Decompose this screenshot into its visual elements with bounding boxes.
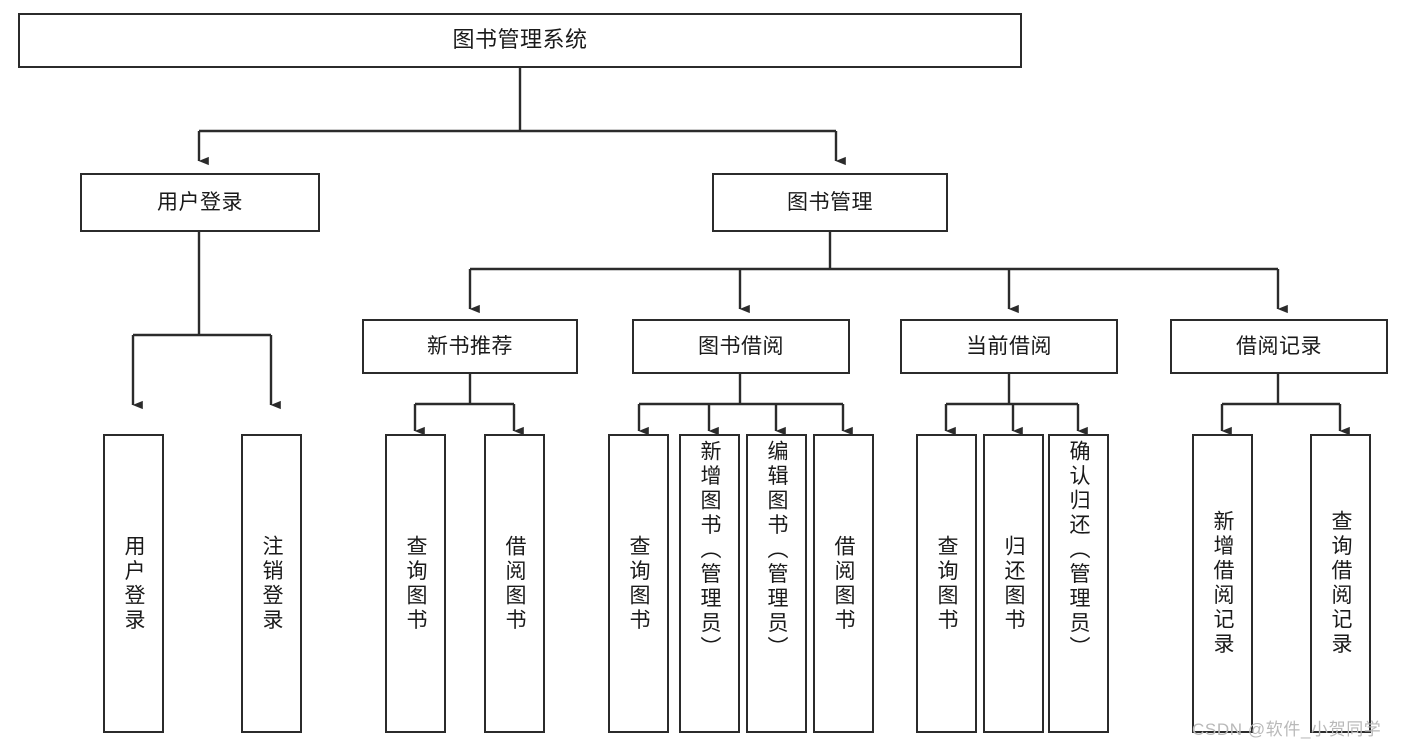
node-borrow-record-label: 借阅记录 bbox=[1236, 334, 1322, 358]
node-leaf-add-record[interactable]: 新增借阅记录 bbox=[1192, 434, 1253, 733]
node-leaf-query-record[interactable]: 查询借阅记录 bbox=[1310, 434, 1371, 733]
node-leaf-confirm-return[interactable]: 确认归还（管理员） bbox=[1048, 434, 1109, 733]
node-leaf-borrow-book-2-label: 借阅图书 bbox=[832, 534, 855, 633]
node-user-login-label: 用户登录 bbox=[157, 190, 243, 214]
node-leaf-add-record-label: 新增借阅记录 bbox=[1211, 510, 1234, 657]
node-leaf-query-book-1-label: 查询图书 bbox=[404, 534, 427, 633]
node-leaf-borrow-book-1[interactable]: 借阅图书 bbox=[484, 434, 545, 733]
node-leaf-query-book-3-label: 查询图书 bbox=[935, 534, 958, 633]
node-leaf-query-book-1[interactable]: 查询图书 bbox=[385, 434, 446, 733]
node-current-borrow[interactable]: 当前借阅 bbox=[900, 319, 1118, 374]
node-borrow-record[interactable]: 借阅记录 bbox=[1170, 319, 1388, 374]
node-leaf-borrow-book-1-label: 借阅图书 bbox=[503, 534, 526, 633]
node-leaf-query-book-2-label: 查询图书 bbox=[627, 534, 650, 633]
node-book-manage[interactable]: 图书管理 bbox=[712, 173, 948, 232]
node-new-book-recommend[interactable]: 新书推荐 bbox=[362, 319, 578, 374]
node-leaf-borrow-book-2[interactable]: 借阅图书 bbox=[813, 434, 874, 733]
node-leaf-query-book-3[interactable]: 查询图书 bbox=[916, 434, 977, 733]
node-leaf-query-record-label: 查询借阅记录 bbox=[1329, 510, 1352, 657]
node-leaf-add-book-label: 新增图书（管理员） bbox=[698, 440, 721, 661]
node-leaf-edit-book[interactable]: 编辑图书（管理员） bbox=[746, 434, 807, 733]
node-leaf-logout-login-label: 注销登录 bbox=[260, 534, 283, 633]
node-root-label: 图书管理系统 bbox=[452, 27, 588, 53]
node-root[interactable]: 图书管理系统 bbox=[18, 13, 1022, 68]
node-leaf-query-book-2[interactable]: 查询图书 bbox=[608, 434, 669, 733]
node-leaf-return-book[interactable]: 归还图书 bbox=[983, 434, 1044, 733]
node-leaf-add-book[interactable]: 新增图书（管理员） bbox=[679, 434, 740, 733]
node-leaf-user-login[interactable]: 用户登录 bbox=[103, 434, 164, 733]
csdn-watermark: CSDN @软件_小贺同学 bbox=[1192, 720, 1382, 739]
node-leaf-return-book-label: 归还图书 bbox=[1002, 534, 1025, 633]
node-leaf-edit-book-label: 编辑图书（管理员） bbox=[765, 440, 788, 661]
node-book-manage-label: 图书管理 bbox=[787, 190, 873, 214]
node-leaf-logout-login[interactable]: 注销登录 bbox=[241, 434, 302, 733]
node-new-book-recommend-label: 新书推荐 bbox=[427, 334, 513, 358]
node-book-borrow[interactable]: 图书借阅 bbox=[632, 319, 850, 374]
node-book-borrow-label: 图书借阅 bbox=[698, 334, 784, 358]
node-leaf-confirm-return-label: 确认归还（管理员） bbox=[1067, 440, 1090, 661]
node-current-borrow-label: 当前借阅 bbox=[966, 334, 1052, 358]
node-user-login[interactable]: 用户登录 bbox=[80, 173, 320, 232]
node-leaf-user-login-label: 用户登录 bbox=[122, 534, 145, 633]
